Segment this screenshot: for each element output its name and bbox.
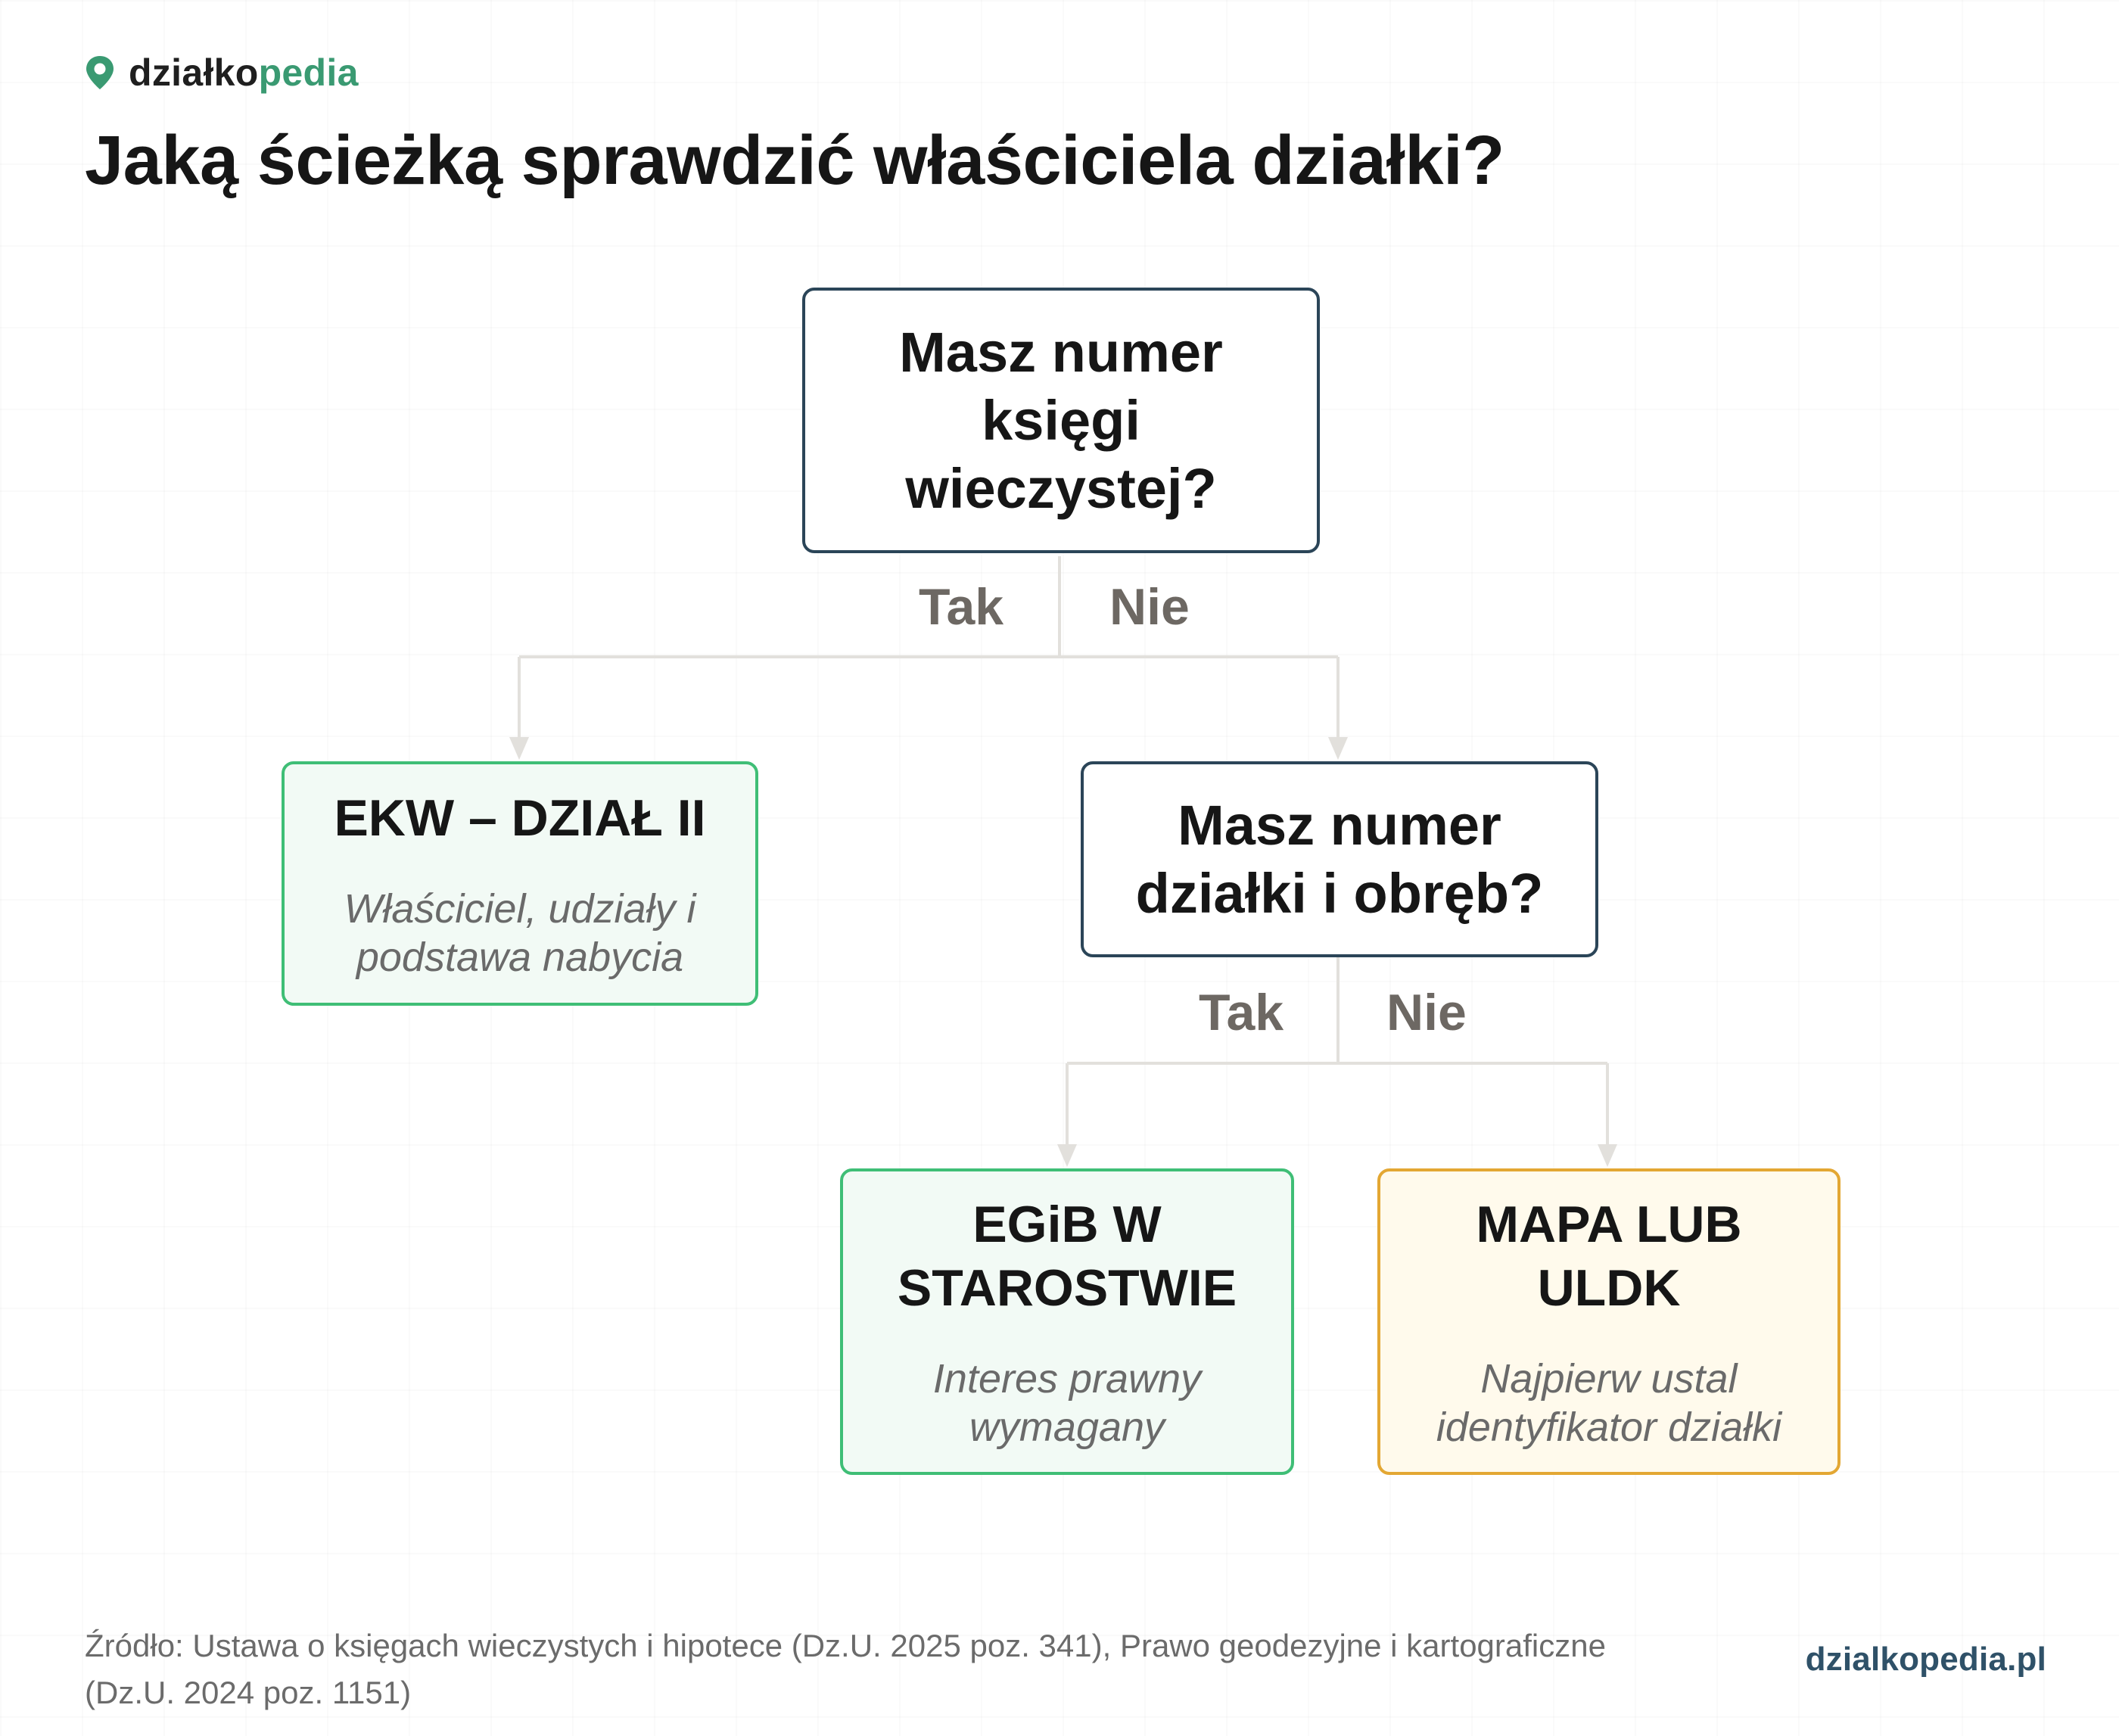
question-line: Masz numer [1178,793,1501,857]
brand-name-part2: pedia [258,51,359,94]
question-box-parcel-number: Masz numer działki i obręb? [1081,761,1598,957]
question-line: księgi [982,388,1140,452]
answer-description-line: Właściciel, udziały i [344,885,696,932]
arrowhead-ans1 [509,737,529,760]
arrowhead-ans2 [1057,1144,1077,1167]
branch-label-no: Nie [1386,984,1467,1041]
answer-title-line: STAROSTWIE [897,1258,1237,1317]
brand-name-part1: działko [129,51,259,94]
source-note: Źródło: Ustawa o księgach wieczystych i … [85,1622,1735,1716]
page-title: Jaką ścieżką sprawdzić właściciela dział… [85,122,1504,199]
answer-title-line: EGiB W [972,1195,1162,1253]
answer-description: Właściciel, udziały i podstawa nabycia [344,885,695,982]
source-line: (Dz.U. 2024 poz. 1151) [85,1675,412,1710]
answer-description-line: Najpierw ustal [1480,1355,1738,1402]
answer-description: Interes prawny wymagany [933,1355,1201,1451]
answer-box-egib: EGiB W STAROSTWIE Interes prawny wymagan… [840,1168,1294,1475]
arrowhead-q2 [1328,737,1348,760]
answer-description: Najpierw ustal identyfikator działki [1436,1355,1781,1451]
answer-title-line: MAPA LUB [1476,1195,1742,1253]
branch-label-yes: Tak [919,578,1004,636]
site-url: dzialkopedia.pl [1805,1641,2046,1678]
source-line: Źródło: Ustawa o księgach wieczystych i … [85,1628,1606,1663]
answer-description-line: Interes prawny [932,1355,1202,1402]
branch-label-yes: Tak [1199,984,1284,1041]
answer-title-line: ULDK [1537,1258,1681,1317]
map-pin-icon [86,56,114,89]
answer-description-line: wymagany [969,1404,1165,1450]
answer-title: EKW – DZIAŁ II [334,789,706,847]
question-line: działki i obręb? [1135,861,1544,925]
question-line: wieczystej? [905,456,1217,520]
answer-description-line: identyfikator działki [1436,1404,1782,1450]
branch-label-no: Nie [1109,578,1190,636]
answer-box-map-uldk: MAPA LUB ULDK Najpierw ustal identyfikat… [1377,1168,1841,1475]
question-box-land-register-number: Masz numer księgi wieczystej? [802,288,1320,553]
arrowhead-ans3 [1598,1144,1617,1167]
brand-name: działkopedia [129,51,359,95]
question-line: Masz numer [899,320,1223,384]
answer-description-line: podstawa nabycia [356,934,684,980]
brand-logo: działkopedia [85,50,359,95]
answer-box-ekw: EKW – DZIAŁ II Właściciel, udziały i pod… [282,761,758,1006]
